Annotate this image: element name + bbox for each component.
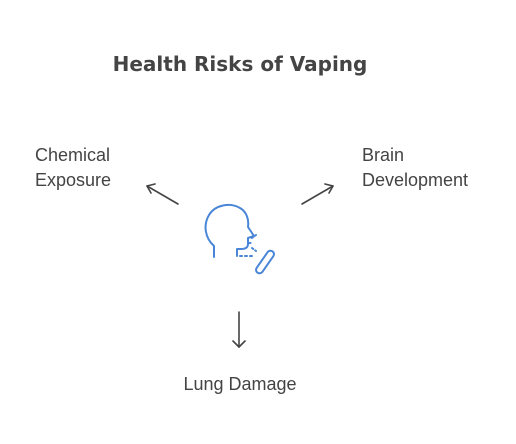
risk-chemical-line1: Chemical (35, 145, 111, 165)
arrow-to-lung-damage (232, 311, 246, 348)
risk-brain-line1: Brain (362, 145, 405, 165)
risk-brain-development: Brain Development (362, 143, 468, 193)
risk-lung-damage: Lung Damage (183, 374, 297, 394)
arrow-to-chemical-exposure (146, 183, 179, 205)
vaping-person-icon (204, 203, 275, 275)
risk-brain-line2: Development (362, 170, 469, 190)
arrow-to-brain-development (301, 183, 334, 205)
risk-chemical-exposure: Chemical Exposure (35, 143, 111, 193)
diagram-title: Health Risks of Vaping (112, 52, 368, 76)
risk-chemical-line2: Exposure (35, 170, 112, 190)
